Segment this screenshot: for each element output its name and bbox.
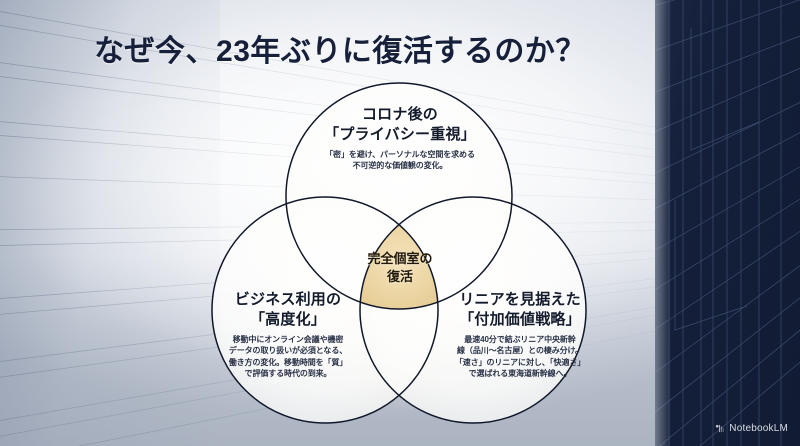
notebooklm-watermark-label: NotebookLM [729,423,788,434]
venn-lobe-left-body-line3: 働き方の変化。移動時間を「質」 [228,357,348,367]
venn-center-label-line2: 復活 [386,268,413,284]
notebooklm-watermark: NotebookLM [714,423,788,434]
venn-lobe-top-body-line2: 不可逆的な価値観の変化。 [352,161,448,171]
venn-lobe-right-body-line3: 「速さ」のリニアに対し、「快適さ」 [454,357,586,367]
venn-lobe-left-heading: ビジネス利用の 「高度化」 [200,290,376,329]
venn-lobe-left: ビジネス利用の 「高度化」 移動中にオンライン会議や機密 データの取り扱いが必須… [200,290,376,379]
venn-lobe-right-heading: リニアを見据えた 「付加価値戦略」 [432,290,608,329]
venn-lobe-right-heading-line1: リニアを見据えた [459,291,581,308]
venn-center-label-line1: 完全個室の [367,251,433,266]
venn-lobe-right-body-line2: 線（品川〜名古屋）との棲み分け。 [457,346,583,356]
venn-lobe-top: コロナ後の 「プライバシー重視」 「密」を避け、パーソナルな空間を求める 不可逆… [297,105,503,172]
venn-lobe-top-body-line1: 「密」を避け、パーソナルな空間を求める [325,150,475,159]
notebooklm-logo-icon [714,423,725,434]
venn-center-label: 完全個室の 復活 [340,250,460,285]
venn-lobe-right-body-line1: 最速40分で結ぶリニア中央新幹 [464,335,576,344]
dark-panel-wireframe [655,0,800,446]
venn-lobe-right: リニアを見据えた 「付加価値戦略」 最速40分で結ぶリニア中央新幹 線（品川〜名… [432,290,608,379]
venn-lobe-top-body: 「密」を避け、パーソナルな空間を求める 不可逆的な価値観の変化。 [297,149,503,172]
dark-side-panel [655,0,800,446]
venn-lobe-left-heading-line2: 「高度化」 [249,310,326,328]
venn-lobe-right-body-line4: で選ばれる東海道新幹線へ。 [468,369,572,379]
venn-lobe-left-body-line2: データの取り扱いが必須となる、 [228,346,348,356]
venn-lobe-right-heading-line2: 「付加価値戦略」 [459,310,581,328]
venn-lobe-top-heading-line1: コロナ後の [361,106,438,123]
page-title: なぜ今、23年ぶりに復活するのか？ [94,35,586,68]
venn-lobe-left-body-line1: 移動中にオンライン会議や機密 [232,335,344,344]
venn-lobe-left-heading-line1: ビジネス利用の [234,291,342,308]
venn-lobe-left-body-line4: で評価する時代の到来。 [244,369,332,379]
venn-lobe-right-body: 最速40分で結ぶリニア中央新幹 線（品川〜名古屋）との棲み分け。 「速さ」のリニ… [432,334,608,379]
venn-lobe-top-heading-line2: 「プライバシー重視」 [324,125,476,143]
venn-lobe-top-heading: コロナ後の 「プライバシー重視」 [297,105,503,144]
dark-panel-left-edge [655,0,671,446]
venn-lobe-left-body: 移動中にオンライン会議や機密 データの取り扱いが必須となる、 働き方の変化。移動… [200,334,376,379]
